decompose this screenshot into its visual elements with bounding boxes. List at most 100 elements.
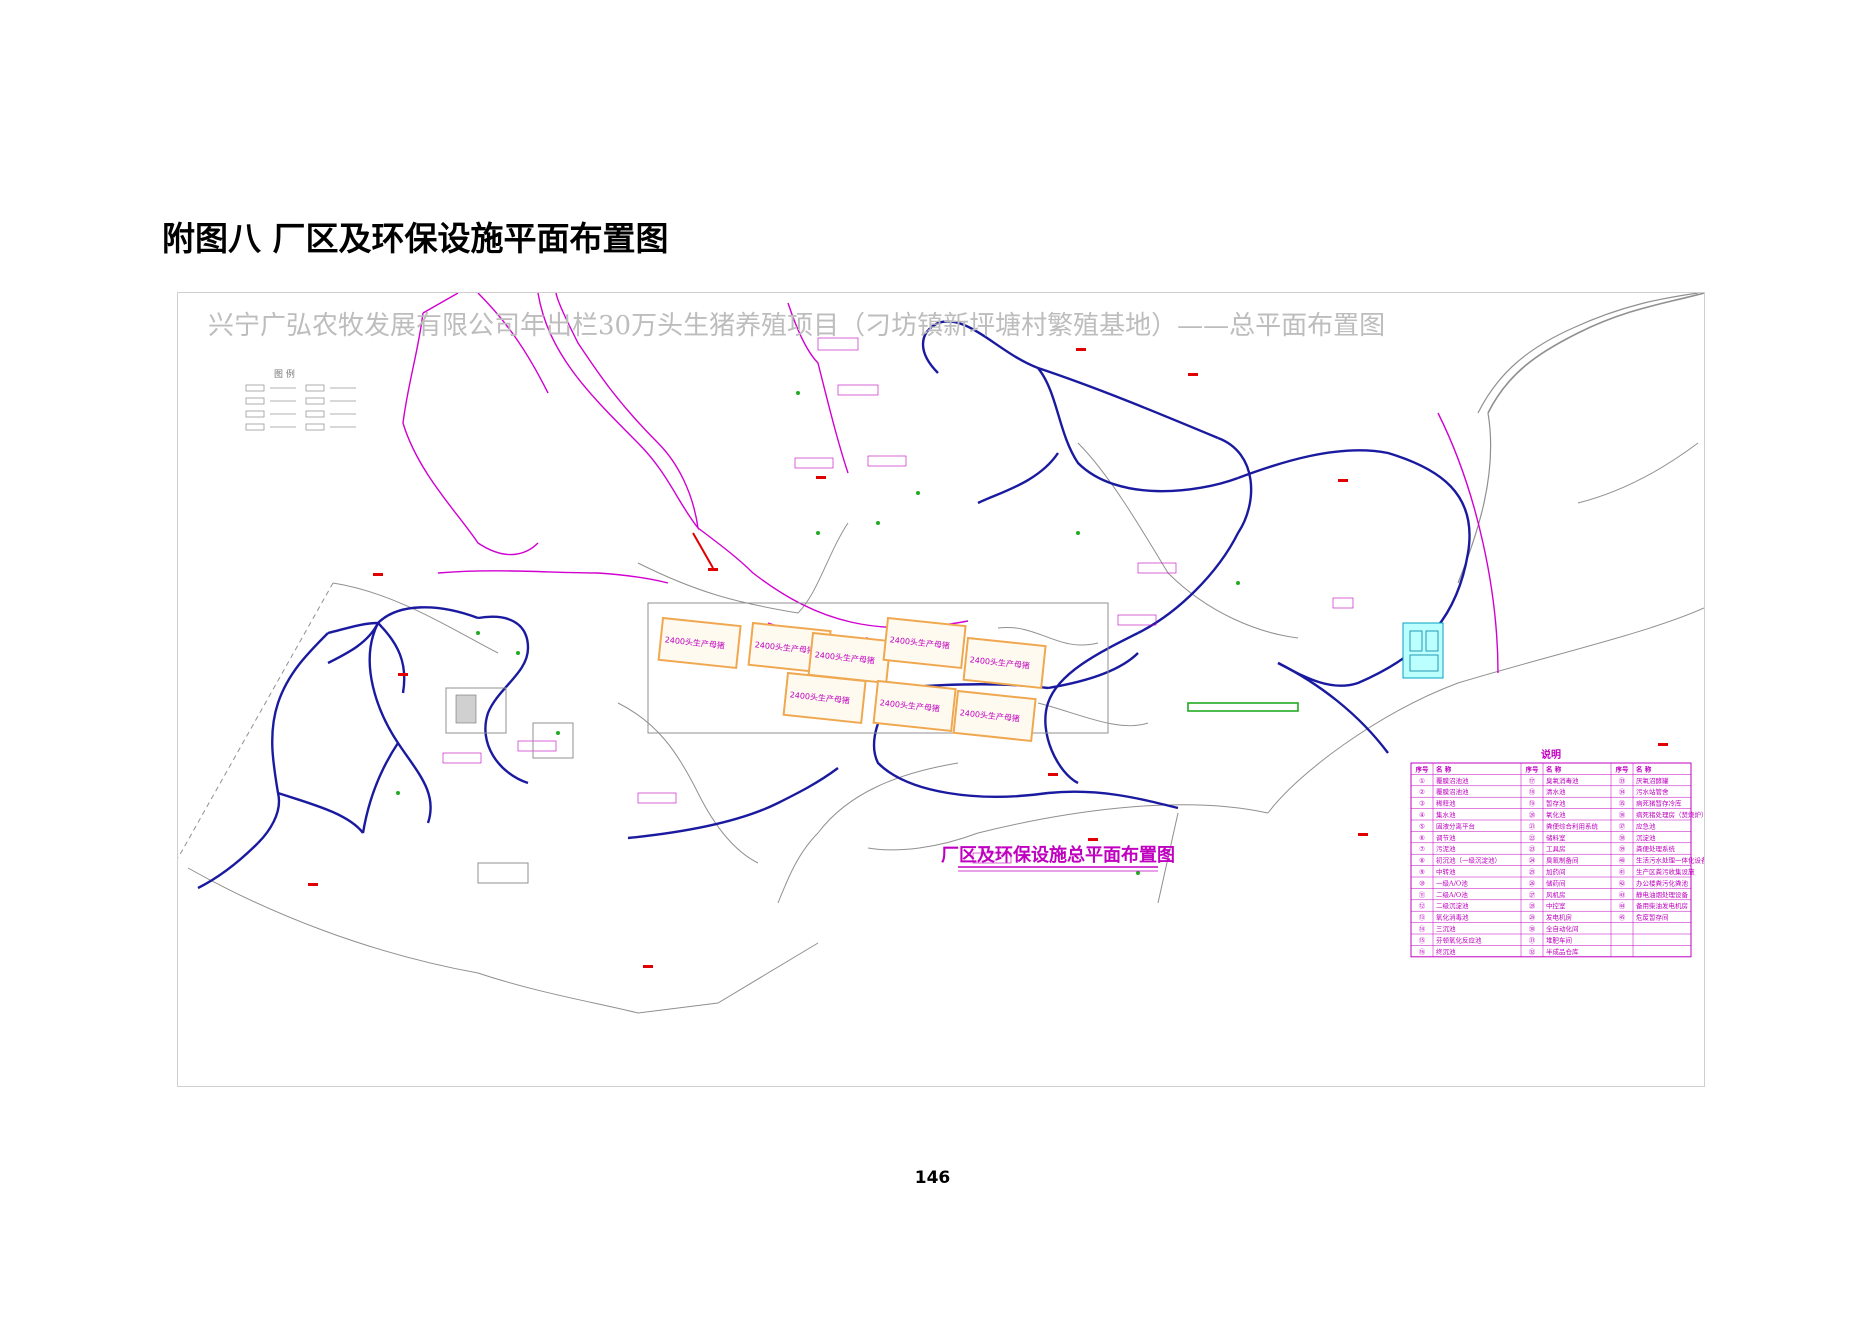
notes-cell: 覆膜沼池池 (1436, 776, 1469, 785)
notes-cell: ㉗ (1529, 891, 1536, 899)
site-plan-svg: 图 例 (178, 293, 1704, 1014)
notes-cell: 终沉池 (1436, 947, 1456, 956)
notes-cell: ㉜ (1529, 948, 1536, 956)
notes-cell: 集水池 (1436, 810, 1456, 819)
notes-cell: ㊵ (1619, 857, 1626, 865)
notes-cell: ⑨ (1419, 868, 1425, 876)
notes-cell: 备用柴油发电机房 (1636, 901, 1688, 910)
notes-cell: 污水站管舍 (1636, 787, 1669, 796)
site-plan-drawing: 图 例 (177, 292, 1705, 1087)
notes-cell: 生活污水处理一体化设备 (1636, 856, 1704, 865)
notes-cell: 污泥池 (1436, 844, 1456, 853)
barn: 2400头生产母猪 (657, 616, 742, 670)
notes-cell: ㉓ (1529, 845, 1536, 853)
notes-cell: 危废暂存间 (1636, 913, 1669, 922)
notes-cell: 粪便综合利用系统 (1546, 821, 1599, 830)
notes-cell: 调节池 (1436, 833, 1456, 842)
notes-cell: 办公楼粪污化粪池 (1636, 878, 1689, 887)
notes-cell: ㊸ (1619, 891, 1626, 899)
notes-cell: ㉙ (1529, 914, 1536, 922)
notes-cell: 初沉池（一级沉淀池） (1436, 856, 1501, 865)
notes-cell: 储药间 (1546, 878, 1566, 887)
notes-cell: ② (1419, 788, 1425, 796)
notes-cell: 暂存池 (1546, 799, 1566, 808)
facility-labels (442, 337, 1354, 864)
notes-header-cell: 序号 (1525, 764, 1540, 773)
notes-title: 说明 (1541, 748, 1561, 761)
notes-cell: 芬顿氧化反应池 (1436, 935, 1482, 944)
notes-cell: 稀释池 (1436, 799, 1456, 808)
legend: 图 例 (245, 368, 356, 431)
notes-cell: ㉟ (1619, 800, 1626, 808)
page-number: 146 (914, 1168, 951, 1188)
notes-cell: 全自动化间 (1546, 924, 1579, 933)
notes-cell: ㉑ (1529, 822, 1536, 830)
notes-cell: 粪便处理系统 (1636, 844, 1676, 853)
wastewater-facility (1402, 622, 1444, 679)
notes-cell: ㊶ (1619, 868, 1626, 876)
notes-cell: ⑧ (1419, 857, 1425, 865)
notes-cell: ㉛ (1529, 936, 1536, 944)
barn: 2400头生产母猪 (872, 679, 957, 733)
notes-cell: ⑤ (1419, 822, 1425, 830)
notes-cell: ⑲ (1529, 800, 1536, 808)
notes-cell: 三沉池 (1436, 924, 1456, 933)
notes-cell: 堆肥车间 (1546, 935, 1572, 944)
survey-markers (308, 348, 1668, 968)
notes-cell: ⑮ (1419, 936, 1426, 944)
drawing-title: 兴宁广弘农牧发展有限公司年出栏30万头生猪养殖项目（刁坊镇新坪塘村繁殖基地）——… (208, 311, 1386, 341)
notes-cell: 臭氧制备间 (1546, 856, 1579, 865)
notes-header-cell: 序号 (1415, 764, 1430, 773)
barn: 2400头生产母猪 (952, 689, 1037, 743)
notes-cell: ㉕ (1529, 868, 1536, 876)
notes-cell: ⑯ (1419, 948, 1426, 956)
notes-cell: 中转池 (1436, 867, 1456, 876)
notes-cell: ⑰ (1529, 777, 1536, 785)
notes-header-cell: 名 称 (1436, 764, 1452, 773)
site-boundary (402, 293, 1499, 674)
notes-cell: ⑫ (1419, 902, 1426, 910)
notes-cell: 二级A/O池 (1436, 890, 1468, 899)
notes-cell: 发电机房 (1546, 913, 1572, 922)
notes-cell: 氧化池 (1546, 810, 1566, 819)
notes-cell: ㉚ (1529, 925, 1536, 933)
treatment-strip (1187, 702, 1299, 712)
notes-cell: ⑪ (1419, 891, 1426, 899)
notes-cell: 生产区粪污收集设施 (1636, 867, 1695, 876)
notes-cell: ㊲ (1619, 822, 1626, 830)
notes-cell: 臭氧消毒池 (1546, 776, 1579, 785)
drawing-caption: 厂区及环保设施总平面布置图 (941, 844, 1175, 866)
notes-cell: 半成品仓库 (1546, 947, 1579, 956)
notes-cell: 加药间 (1546, 867, 1566, 876)
notes-cell: ④ (1419, 811, 1425, 819)
notes-cell: ③ (1419, 800, 1425, 808)
notes-cell: ㊳ (1619, 834, 1626, 842)
notes-cell: ㉖ (1529, 879, 1536, 887)
notes-cell: 一级A/O池 (1436, 878, 1468, 887)
page-title: 附图八 厂区及环保设施平面布置图 (162, 219, 669, 258)
internal-roads (197, 320, 1471, 890)
notes-cell: ㊷ (1619, 879, 1626, 887)
notes-cell: 储料室 (1546, 833, 1566, 842)
notes-cell: ⑬ (1419, 914, 1426, 922)
west-cluster (445, 687, 574, 884)
notes-cell: ㉝ (1619, 777, 1626, 785)
notes-cell: 固液分离平台 (1436, 821, 1475, 830)
notes-cell: ⑥ (1419, 834, 1425, 842)
notes-cell: ⑳ (1529, 811, 1536, 819)
notes-header-cell: 序号 (1615, 764, 1630, 773)
barn: 2400头生产母猪 (807, 631, 892, 685)
barn: 2400头生产母猪 (882, 616, 967, 670)
notes-cell: ㉔ (1529, 857, 1536, 865)
notes-cell: 氧化消毒池 (1436, 913, 1469, 922)
vegetation-marks (396, 391, 1240, 875)
notes-cell: ⑦ (1419, 845, 1425, 853)
notes-cell: ㊱ (1619, 811, 1626, 819)
notes-header-cell: 名 称 (1546, 764, 1562, 773)
notes-cell: 厌氧沼酵罐 (1636, 776, 1669, 785)
notes-cell: 工具房 (1546, 844, 1566, 853)
notes-cell: ㊺ (1619, 914, 1626, 922)
notes-cell: 风机房 (1546, 890, 1566, 899)
notes-cell: 病死猪处理房（焚烧炉） (1636, 810, 1704, 819)
